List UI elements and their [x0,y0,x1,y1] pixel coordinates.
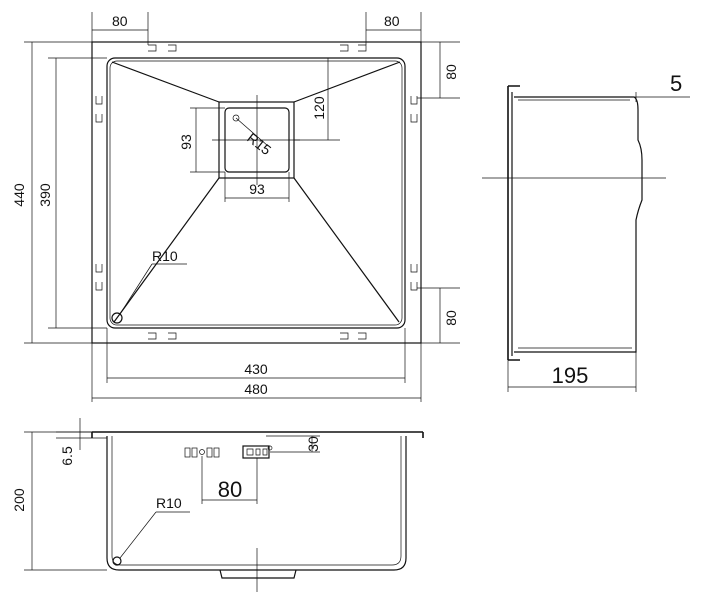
dim-390: 390 [37,183,53,207]
dim-440: 440 [11,183,27,207]
dim-195: 195 [552,363,589,388]
dim-5: 5 [670,71,682,96]
dim-30: 30 [305,436,321,452]
dim-480: 480 [244,381,268,397]
side-bowl-body [514,96,643,353]
dim-200: 200 [11,488,27,512]
r10-corner-marker [111,312,123,324]
overflow-holes [184,447,220,458]
dim-80-top-right: 80 [384,13,400,29]
inner-bowl [106,57,406,329]
front-flange [91,431,424,438]
dim-80-right-top: 80 [443,64,459,80]
top-view: R15 R10 80 80 80 [11,12,460,402]
clip-slots [95,44,418,340]
slope-line-top-left [111,61,220,103]
dim-93-vertical: 93 [178,134,194,150]
r10-leader [119,263,153,315]
dim-120: 120 [311,96,327,120]
front-bowl [106,436,407,571]
front-view: 30 80 R10 6.5 200 [11,418,424,592]
overflow-connector [242,445,273,459]
r15-leader [235,117,269,147]
inner-bowl-edge [109,60,403,326]
side-view: 5 195 [482,71,690,392]
dim-93-horizontal: 93 [249,181,265,197]
slope-line-top-right [293,61,401,103]
dim-80-front: 80 [218,477,242,502]
r10-label-front: R10 [156,495,182,511]
dim-6-5: 6.5 [59,446,75,466]
r15-label: R15 [244,130,274,159]
front-r10-marker [112,556,122,566]
r15-marker [232,114,240,122]
slope-line-bottom-right [293,177,400,323]
r10-label-top: R10 [152,248,178,264]
outer-flange [91,41,422,344]
front-drain-outlet [219,569,297,579]
side-flange [507,85,520,361]
dim-80-right-bottom: 80 [443,310,459,326]
slope-line-bottom-left [113,177,220,323]
dim-80-top-left: 80 [112,13,128,29]
dim-430: 430 [244,361,268,377]
